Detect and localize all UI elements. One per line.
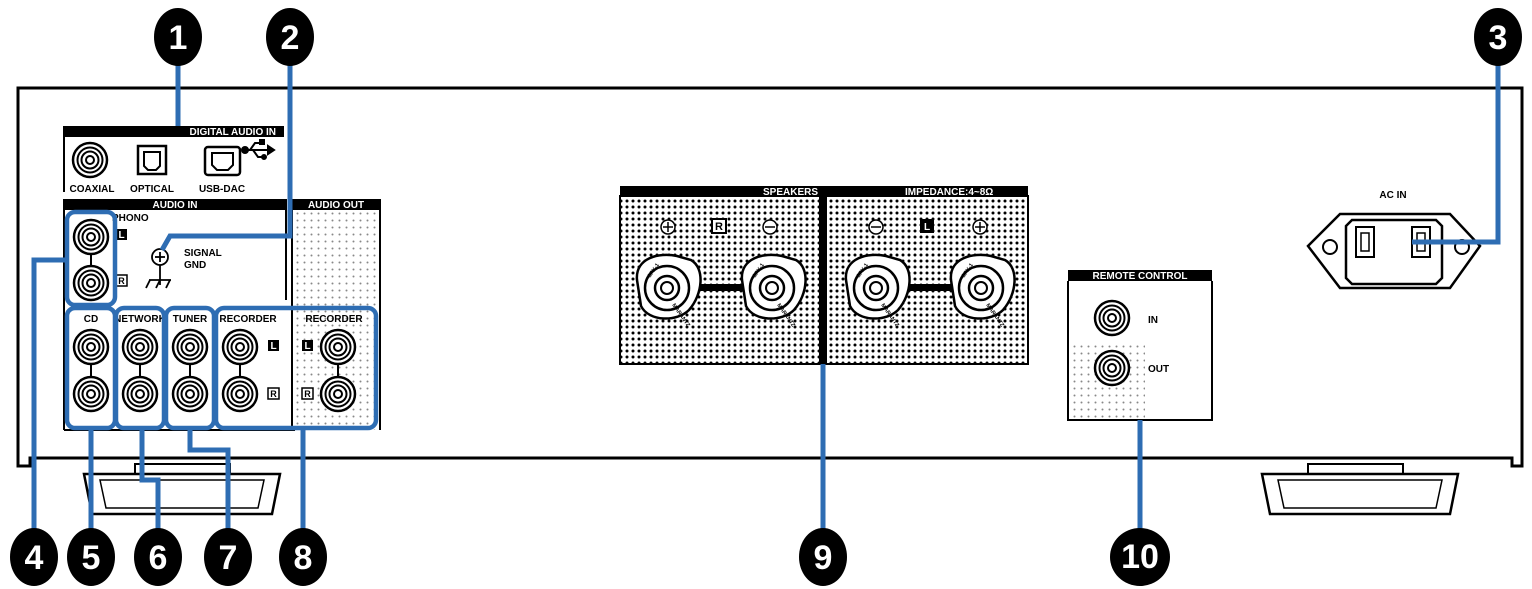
phono-r-mark: R — [118, 276, 125, 286]
svg-text:9: 9 — [814, 539, 833, 577]
impedance-label: IMPEDANCE:4~8Ω — [905, 187, 993, 198]
network-label: NETWORK — [114, 314, 166, 325]
foot-left — [82, 463, 282, 516]
callout-badges: 1 2 3 4 5 6 7 8 9 10 — [10, 8, 1522, 586]
remote-control-header: REMOTE CONTROL — [1093, 271, 1188, 282]
recorder-in-l-jack — [221, 328, 259, 366]
recorder-in-r-jack — [221, 375, 259, 413]
recorder-out-r-mark: R — [304, 389, 311, 399]
remote-control-header-bar — [1068, 270, 1212, 281]
callout-7: 7 — [204, 528, 252, 586]
leader-6 — [139, 428, 161, 535]
speakers-divider — [819, 196, 827, 364]
signal-gnd-terminal — [145, 248, 171, 289]
remote-in-label: IN — [1148, 315, 1158, 326]
tuner-r-jack — [171, 375, 209, 413]
speakers-header-bar — [620, 186, 1028, 197]
svg-text:8: 8 — [294, 539, 313, 577]
callout-leaders — [31, 60, 1501, 535]
coaxial-label: COAXIAL — [70, 184, 115, 195]
leader-3 — [1412, 60, 1501, 245]
audio-out-header: AUDIO OUT — [308, 200, 364, 211]
cd-l-jack — [72, 328, 110, 366]
usb-dac-label: USB-DAC — [199, 184, 245, 195]
speaker-r-mark: R — [715, 221, 723, 233]
coaxial-jack — [71, 141, 109, 179]
phono-l-mark: L — [118, 230, 124, 241]
audio-out-header-bar — [292, 199, 380, 210]
signal-gnd-label-2: GND — [184, 260, 206, 271]
speaker-r-plus-terminal — [635, 253, 702, 320]
audio-in-header: AUDIO IN — [153, 200, 198, 211]
callout-1: 1 — [154, 8, 202, 66]
network-r-jack — [121, 375, 159, 413]
cd-label: CD — [84, 314, 98, 325]
callout-6: 6 — [134, 528, 182, 586]
svg-text:10: 10 — [1121, 538, 1159, 576]
optical-jack — [136, 144, 168, 176]
speaker-l-plus-terminal — [949, 253, 1016, 320]
phono-r-jack — [72, 264, 110, 302]
remote-control-section: REMOTE CONTROL IN OUT — [1067, 270, 1213, 421]
callout-4: 4 — [10, 528, 58, 586]
callout-2: 2 — [266, 8, 314, 66]
recorder-in-l-mark: L — [270, 341, 276, 352]
recorder-in-r-mark: R — [270, 389, 277, 399]
tuner-label: TUNER — [173, 314, 208, 325]
svg-text:5: 5 — [82, 539, 101, 577]
svg-text:4: 4 — [25, 539, 44, 577]
recorder-out-l-jack — [319, 328, 357, 366]
digital-audio-in-header-bar — [64, 126, 284, 137]
callout-10: 10 — [1110, 528, 1170, 586]
usb-icon — [241, 139, 276, 160]
recorder-out-r-jack — [319, 375, 357, 413]
leader-4 — [31, 257, 67, 535]
svg-text:3: 3 — [1489, 19, 1508, 57]
recorder-out-label: RECORDER — [305, 314, 363, 325]
audio-in-header-bar — [64, 199, 286, 210]
digital-audio-in-section: DIGITAL AUDIO IN COAXIAL OPTICAL USB-DAC — [63, 126, 284, 195]
remote-in-jack — [1093, 299, 1131, 337]
audio-out-section: AUDIO OUT RECORDER L R — [291, 199, 381, 430]
phono-label: PHONO — [112, 213, 149, 224]
speaker-r-minus-terminal — [740, 253, 807, 320]
ac-in-section: AC IN — [1306, 190, 1482, 290]
usb-dac-port — [203, 145, 242, 177]
speakers-header: SPEAKERS — [763, 187, 818, 198]
speaker-l-minus-terminal — [844, 253, 911, 320]
foot-right — [1260, 463, 1460, 516]
remote-out-label: OUT — [1148, 364, 1169, 375]
ac-in-label: AC IN — [1379, 190, 1406, 201]
svg-text:7: 7 — [219, 539, 238, 577]
recorder-group-box — [213, 305, 379, 431]
cd-r-jack — [72, 375, 110, 413]
recorder-in-label: RECORDER — [219, 314, 277, 325]
signal-gnd-label-1: SIGNAL — [184, 248, 222, 259]
remote-out-jack — [1093, 349, 1131, 387]
tuner-l-jack — [171, 328, 209, 366]
callout-3: 3 — [1474, 8, 1522, 66]
phono-l-jack — [72, 218, 110, 256]
speakers-section: SPEAKERS IMPEDANCE:4~8Ω R L MARANTZ MARA… — [619, 186, 1029, 365]
svg-text:6: 6 — [149, 539, 168, 577]
optical-label: OPTICAL — [130, 184, 174, 195]
callout-9: 9 — [799, 528, 847, 586]
recorder-out-l-mark: L — [304, 341, 310, 352]
svg-text:1: 1 — [169, 19, 188, 57]
leader-2 — [159, 60, 293, 252]
digital-audio-in-header: DIGITAL AUDIO IN — [190, 127, 276, 138]
callout-8: 8 — [279, 528, 327, 586]
callout-5: 5 — [67, 528, 115, 586]
leader-7 — [187, 428, 231, 535]
svg-text:2: 2 — [281, 19, 300, 57]
network-l-jack — [121, 328, 159, 366]
speaker-l-mark: L — [924, 222, 930, 233]
